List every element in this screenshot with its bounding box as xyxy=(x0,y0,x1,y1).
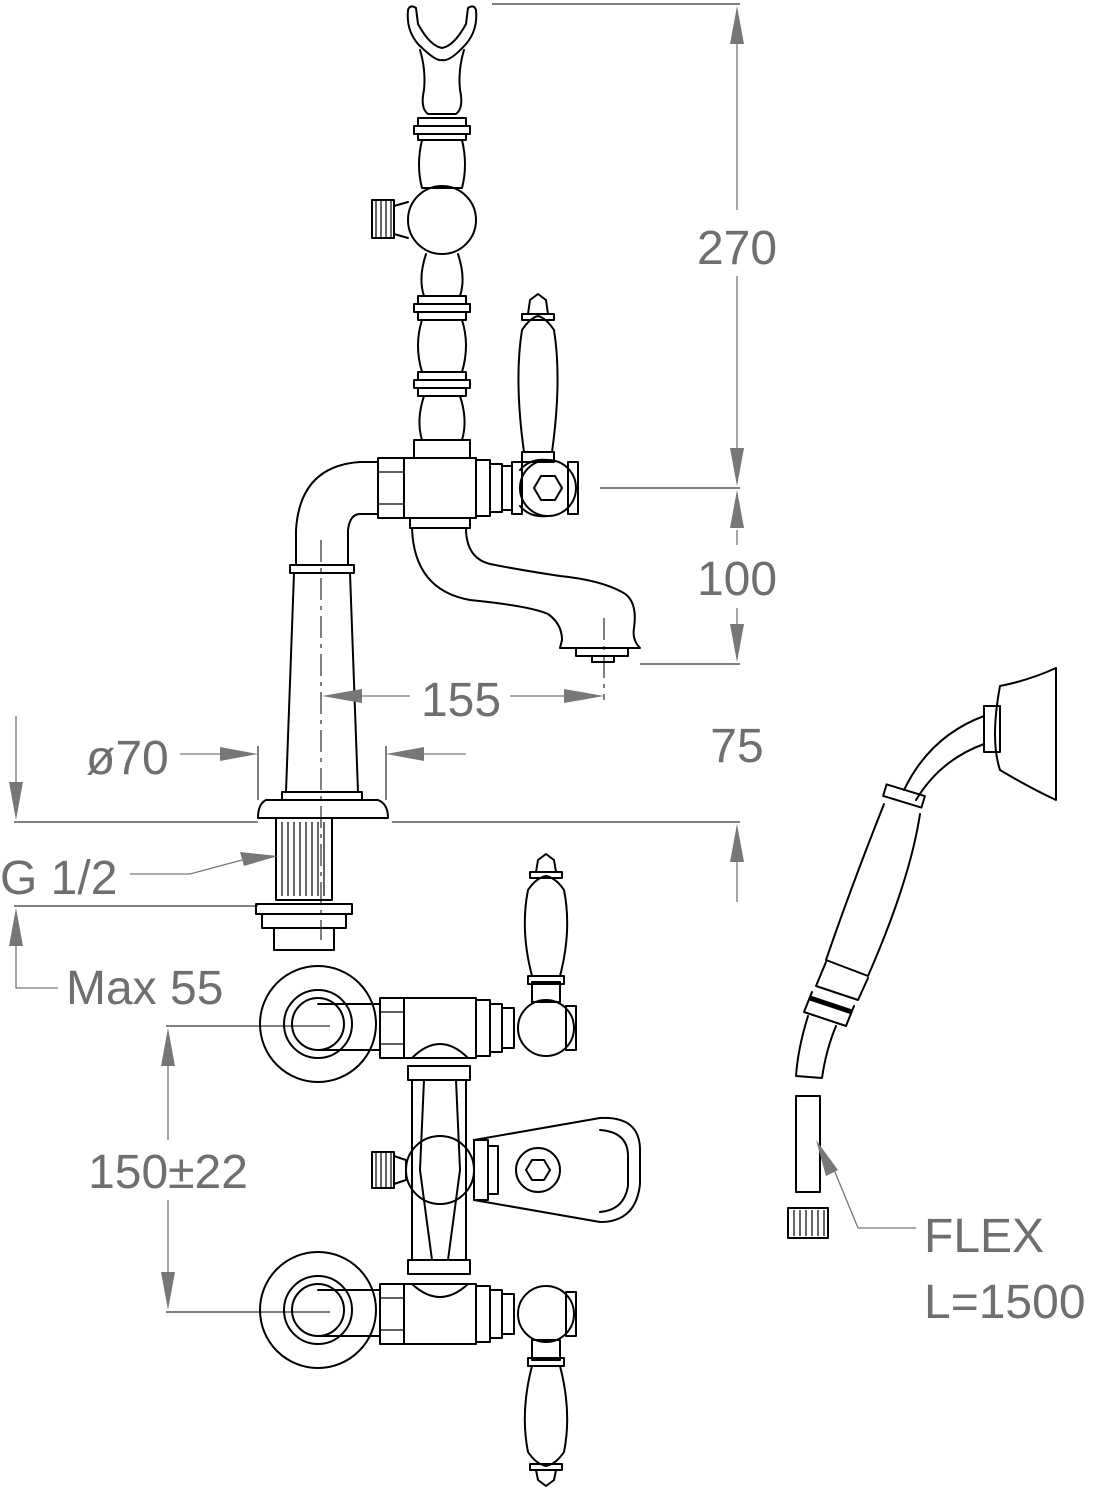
dim-100: 100 xyxy=(697,553,777,606)
dim-centres: 150±22 xyxy=(88,1146,248,1199)
lever-handle-top xyxy=(517,293,559,463)
flex-label-line1: FLEX xyxy=(924,1210,1044,1263)
dimension-texts: 270 100 155 75 ø70 G 1/2 Max 55 150±22 F… xyxy=(0,222,1086,1329)
dim-diameter-70: ø70 xyxy=(86,732,169,785)
dim-155: 155 xyxy=(421,674,501,727)
spout xyxy=(411,527,641,663)
dim-max-55: Max 55 xyxy=(66,962,223,1015)
hand-shower xyxy=(787,667,1057,1239)
shower-holder-fork xyxy=(406,5,478,189)
diverter xyxy=(371,1116,641,1223)
threaded-shank xyxy=(255,817,353,951)
central-body xyxy=(403,997,477,1345)
lower-wall-rosette xyxy=(259,1251,405,1369)
ball-joint xyxy=(371,185,477,255)
upper-wall-rosette xyxy=(259,965,405,1083)
dim-75: 75 xyxy=(710,720,763,773)
mixer-body xyxy=(295,457,579,566)
column-base xyxy=(257,564,389,819)
dim-270: 270 xyxy=(697,222,777,275)
dimension-lines-top xyxy=(9,3,744,989)
wall-mixer-front-view xyxy=(161,853,641,1487)
lever-handle-lower xyxy=(475,1285,577,1487)
flex-label-line2: L=1500 xyxy=(924,1276,1086,1329)
lever-handle-upper xyxy=(475,853,577,1057)
riser-column xyxy=(413,253,471,459)
dim-thread: G 1/2 xyxy=(0,852,117,905)
deck-mixer-side-view xyxy=(255,5,641,951)
